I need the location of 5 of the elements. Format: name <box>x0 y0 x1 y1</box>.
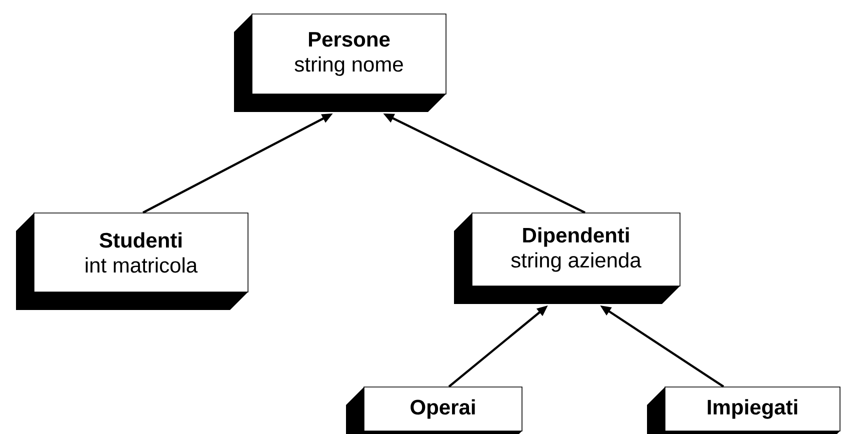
class-box: Persone string nome <box>234 14 446 112</box>
class-box: Dipendenti string azienda <box>454 212 680 304</box>
class-box: Impiegati <box>647 386 840 434</box>
class-box: Studenti int matricola <box>16 212 248 310</box>
class-box: Operai <box>346 386 522 434</box>
